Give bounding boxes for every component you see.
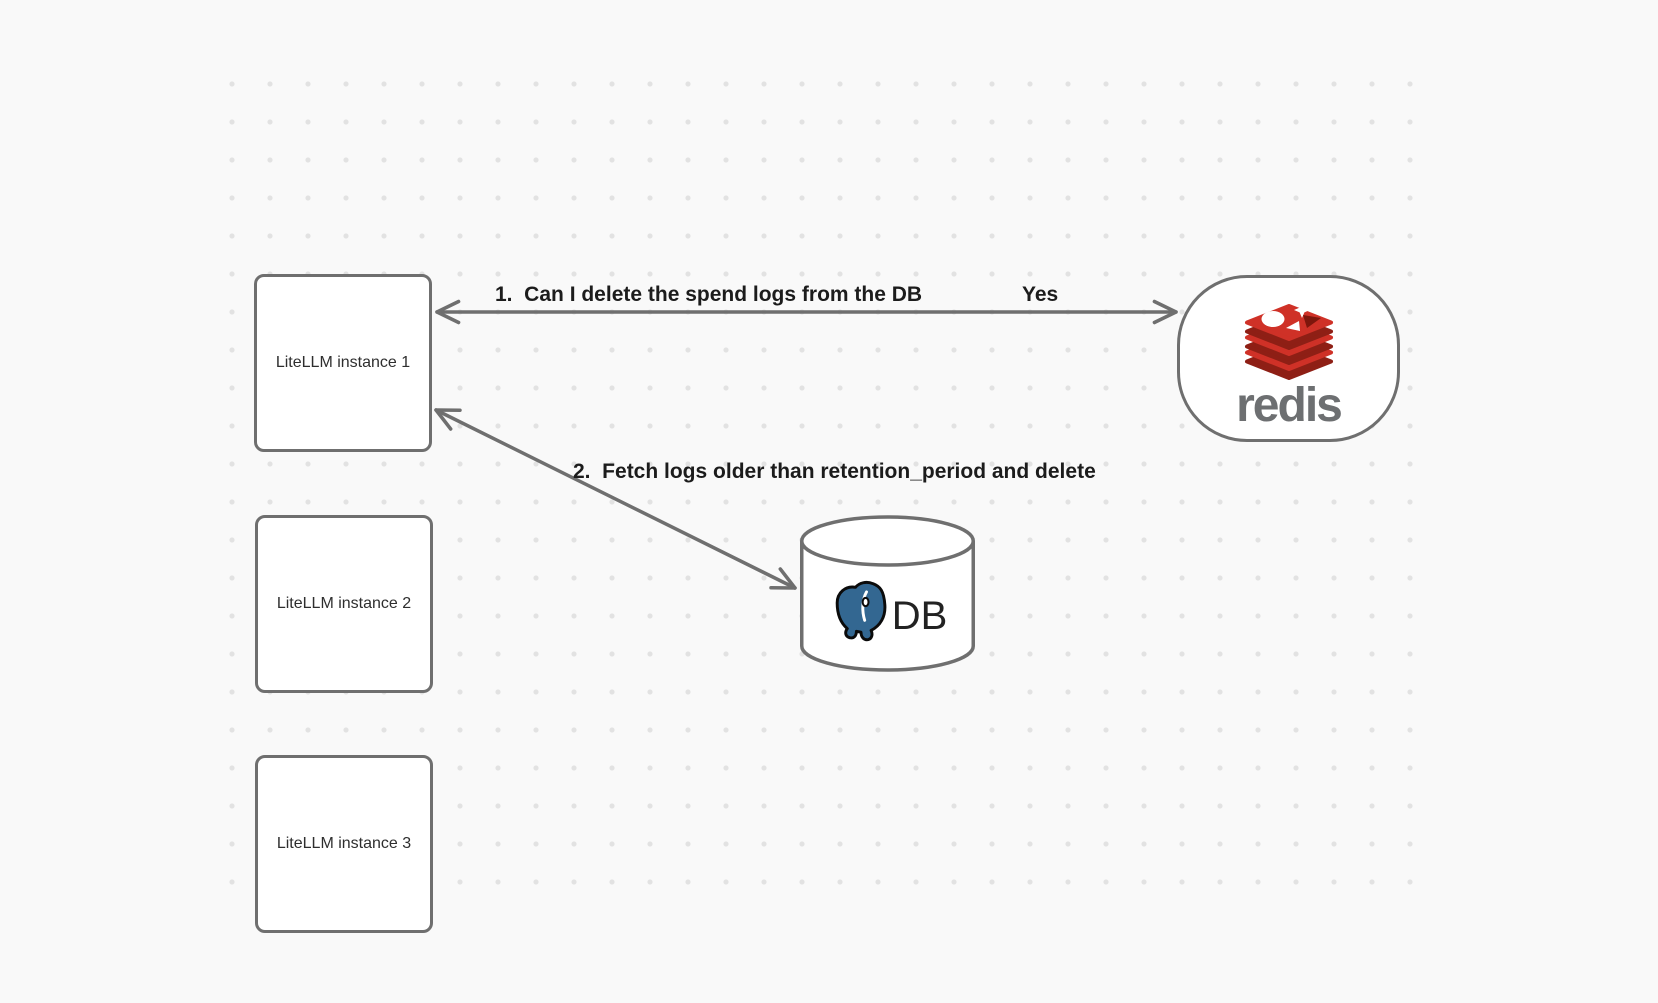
database-cylinder-icon (800, 515, 975, 672)
node-litellm-instance-1-label: LiteLLM instance 1 (275, 354, 411, 371)
node-litellm-instance-1[interactable]: LiteLLM instance 1 (254, 274, 432, 452)
db-label: DB (891, 593, 948, 638)
node-litellm-instance-3-label: LiteLLM instance 3 (276, 835, 412, 852)
node-redis[interactable]: redis (1177, 275, 1400, 442)
postgres-elephant-icon (835, 580, 887, 642)
arrow-db-fetch[interactable] (434, 408, 797, 590)
node-litellm-instance-2-label: LiteLLM instance 2 (276, 595, 412, 612)
arrow-label-fetch-logs[interactable]: 2. Fetch logs older than retention_perio… (573, 460, 1096, 483)
redis-wordmark: redis (1236, 379, 1343, 432)
node-litellm-instance-3[interactable]: LiteLLM instance 3 (255, 755, 433, 933)
node-database[interactable]: DB (796, 512, 979, 676)
arrow-label-delete-spend-logs[interactable]: 1. Can I delete the spend logs from the … (495, 283, 923, 306)
node-litellm-instance-2[interactable]: LiteLLM instance 2 (255, 515, 433, 693)
redis-logo-icon (1244, 302, 1333, 380)
arrow-redis-query[interactable] (435, 299, 1178, 325)
arrow-label-yes[interactable]: Yes (1022, 283, 1059, 306)
